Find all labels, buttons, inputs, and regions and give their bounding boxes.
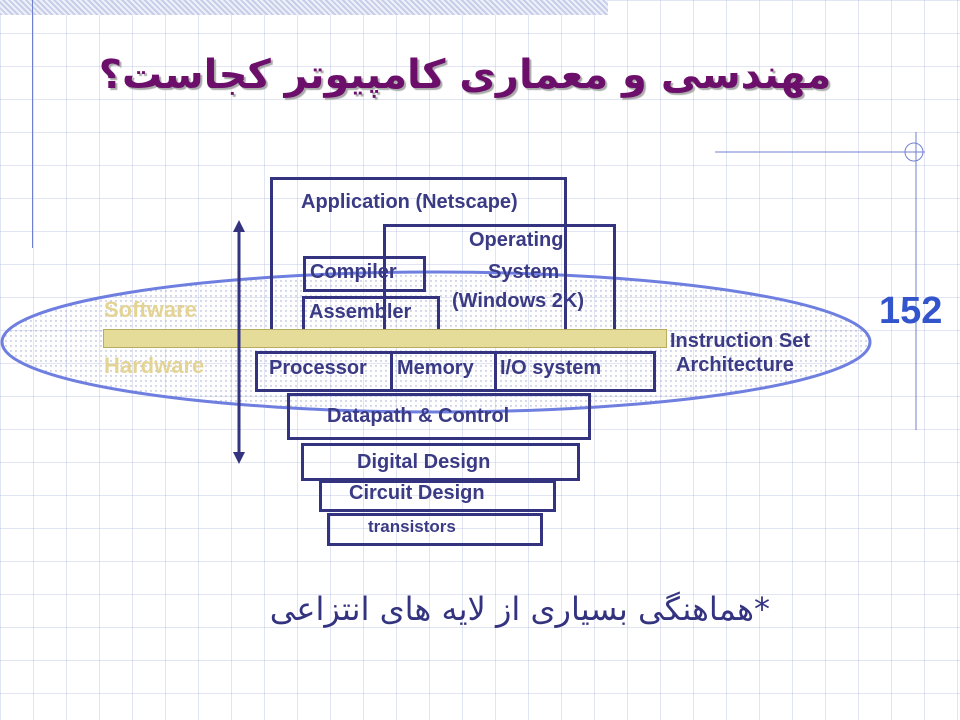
processor-label: Processor — [269, 357, 367, 379]
hardware-row-box — [255, 351, 656, 392]
compiler-box — [303, 256, 426, 292]
divider — [494, 351, 497, 392]
header-banner — [0, 0, 608, 15]
hardware-label: Hardware — [104, 353, 205, 378]
compiler-label: Compiler — [310, 261, 397, 283]
os-box — [383, 224, 616, 329]
application-box — [270, 177, 567, 329]
page-number: 152 — [879, 290, 943, 332]
circuit-box — [319, 480, 556, 512]
footer-note: *هماهنگی بسیاری از لایه های انتزاعی — [269, 590, 770, 628]
datapath-label: Datapath & Control — [327, 405, 510, 427]
double-arrow-icon — [233, 220, 245, 464]
corner-decoration — [715, 132, 925, 430]
os-label-1: Operating — [469, 229, 564, 251]
os-label-2: System — [488, 261, 560, 283]
os-label-3: (Windows 2K) — [452, 290, 585, 312]
left-rule — [32, 0, 33, 248]
digital-label: Digital Design — [357, 451, 491, 473]
memory-label: Memory — [397, 357, 474, 379]
assembler-label: Assembler — [309, 301, 412, 323]
assembler-box — [302, 296, 440, 329]
software-label: Software — [104, 297, 197, 322]
transistors-box — [327, 513, 543, 546]
io-label: I/O system — [500, 357, 602, 379]
datapath-box — [287, 393, 591, 440]
isa-bar — [103, 329, 667, 348]
transistors-label: transistors — [368, 517, 456, 536]
application-label: Application (Netscape) — [301, 191, 518, 213]
slide-title: مهندسی و معماری کامپیوتر کجاست؟ — [98, 52, 832, 98]
divider — [390, 351, 393, 392]
isa-label-2: Architecture — [676, 354, 794, 376]
digital-box — [301, 443, 580, 481]
circuit-label: Circuit Design — [349, 482, 485, 504]
isa-label-1: Instruction Set — [670, 330, 811, 352]
